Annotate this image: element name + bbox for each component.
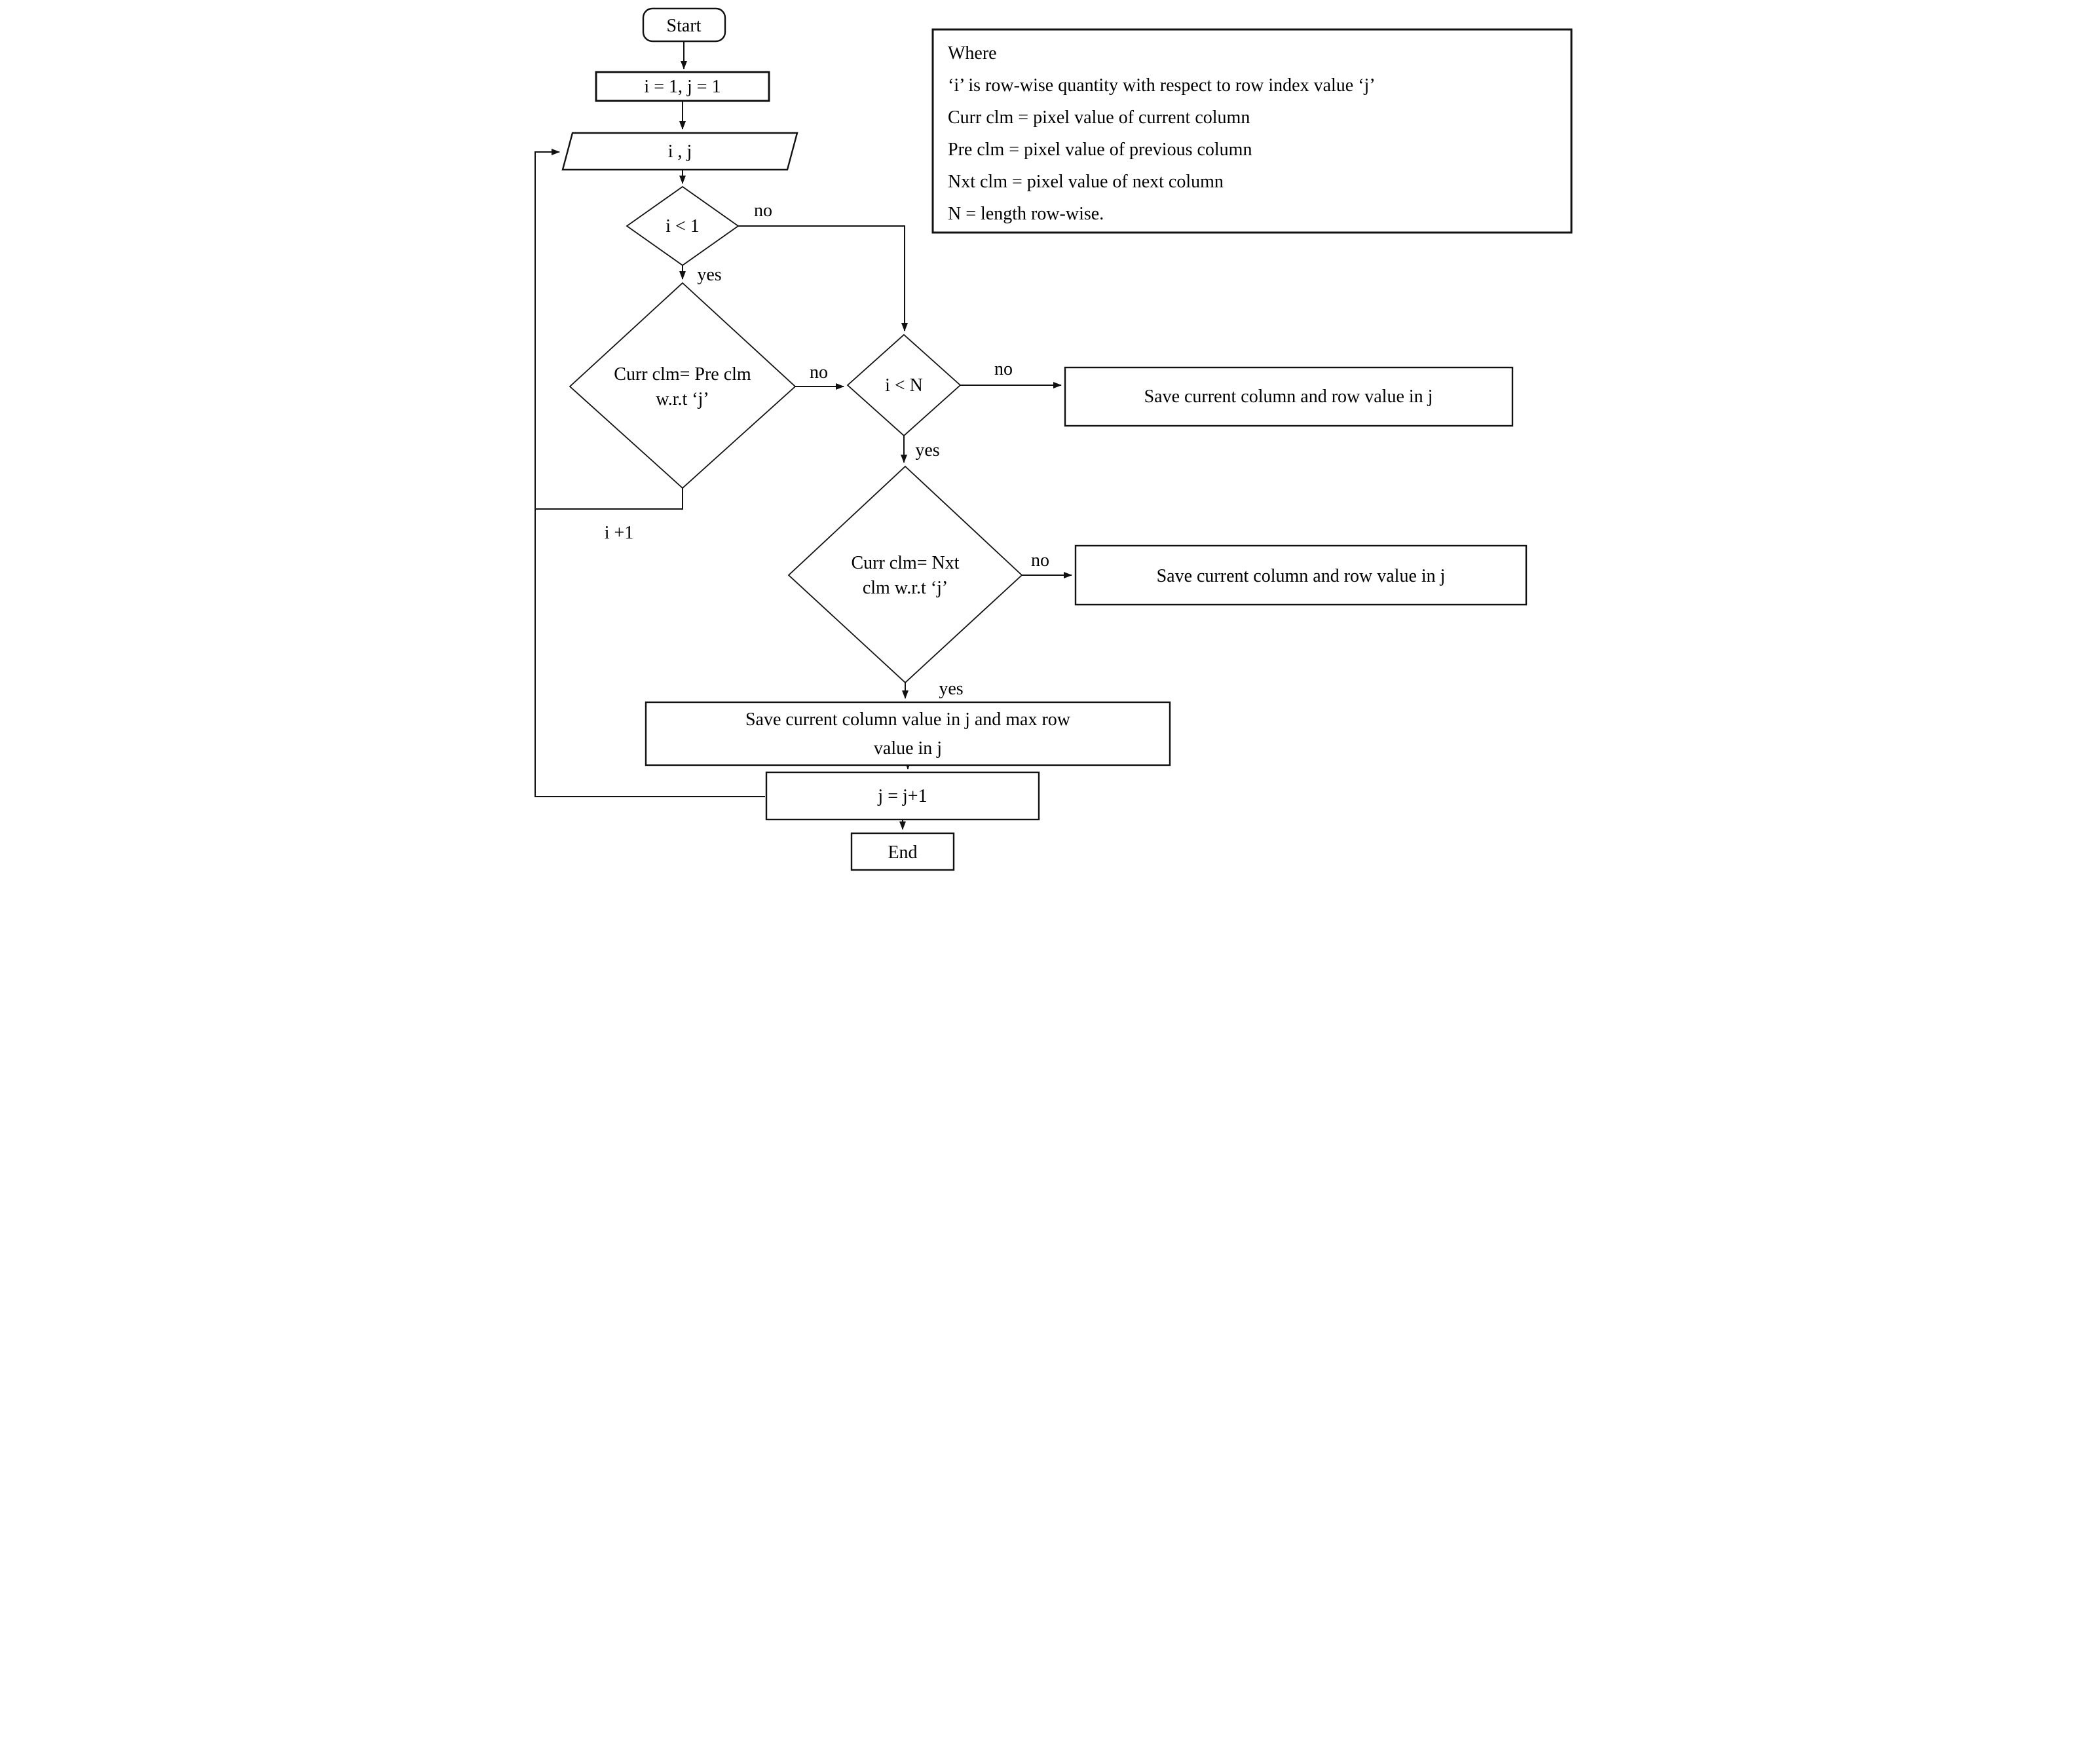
edge-label-no-3: no bbox=[994, 359, 1013, 379]
edge-label-yes-3: yes bbox=[939, 679, 963, 699]
decision-curr-eq-pre-line1: Curr clm= Pre clm bbox=[614, 364, 751, 385]
save-row-1-label: Save current column and row value in j bbox=[1144, 386, 1433, 407]
edge-decision1-no bbox=[738, 225, 908, 331]
start-label: Start bbox=[666, 16, 701, 36]
legend-line-n: N = length row-wise. bbox=[948, 204, 1104, 224]
decision-curr-eq-nxt: Curr clm= Nxt clm w.r.t ‘j’ bbox=[787, 465, 1022, 684]
decision-curr-eq-nxt-shape bbox=[787, 465, 1022, 684]
decision-curr-eq-pre-line2: w.r.t ‘j’ bbox=[656, 389, 709, 409]
save-max-row-line1: Save current column value in j and max r… bbox=[745, 709, 1070, 730]
decision-i-lt-n: i < N bbox=[846, 333, 961, 437]
increment-j-shape bbox=[765, 771, 1040, 821]
node-init: i = 1, j = 1 bbox=[595, 71, 770, 102]
node-end: End bbox=[850, 832, 954, 871]
edge-label-no-4: no bbox=[1031, 550, 1049, 571]
legend-line-pre-clm: Pre clm = pixel value of previous column bbox=[948, 140, 1252, 160]
decision-i-lt-n-label: i < N bbox=[885, 375, 923, 396]
decision-curr-eq-nxt-line1: Curr clm= Nxt bbox=[851, 553, 959, 573]
legend-line-i-definition: ‘i’ is row-wise quantity with respect to… bbox=[948, 75, 1376, 96]
decision-curr-eq-pre-shape bbox=[569, 282, 796, 489]
process-increment-j: j = j+1 bbox=[765, 771, 1040, 821]
edge-label-no-2: no bbox=[810, 362, 828, 383]
decision-curr-eq-nxt-line2: clm w.r.t ‘j’ bbox=[862, 578, 947, 598]
start-terminator-shape bbox=[642, 7, 726, 43]
io-shape bbox=[561, 132, 798, 171]
init-label: i = 1, j = 1 bbox=[644, 77, 721, 97]
decision-i-lt-1: i < 1 bbox=[625, 185, 740, 267]
node-io-parallelogram: i , j bbox=[561, 132, 798, 171]
flowchart-canvas: Start i = 1, j = 1 i , j i < 1 Curr clm=… bbox=[525, 0, 1575, 876]
process-save-max-row: Save current column value in j and max r… bbox=[645, 701, 1171, 766]
decision-i-lt-1-shape bbox=[625, 185, 740, 267]
increment-j-label: j = j+1 bbox=[877, 786, 927, 806]
legend-line-nxt-clm: Nxt clm = pixel value of next column bbox=[948, 172, 1224, 192]
decision-i-lt-1-label: i < 1 bbox=[666, 216, 700, 236]
legend-box-shape bbox=[931, 28, 1572, 234]
legend-line-where: Where bbox=[948, 43, 997, 64]
edge-label-yes-1: yes bbox=[697, 265, 721, 285]
process-save-row-2: Save current column and row value in j bbox=[1074, 544, 1527, 606]
save-row-2-shape bbox=[1074, 544, 1527, 606]
save-row-1-shape bbox=[1064, 366, 1513, 427]
edge-label-yes-2: yes bbox=[915, 440, 939, 461]
node-start: Start bbox=[642, 7, 726, 43]
process-save-row-1: Save current column and row value in j bbox=[1064, 366, 1513, 427]
loop-j-feedback-line bbox=[534, 509, 765, 797]
end-label: End bbox=[888, 842, 917, 863]
save-max-row-line2: value in j bbox=[873, 738, 941, 759]
decision-i-lt-n-shape bbox=[846, 333, 961, 437]
io-label: i , j bbox=[667, 141, 692, 162]
edge-label-increment-i: i +1 bbox=[604, 523, 633, 543]
save-max-row-shape bbox=[645, 701, 1171, 766]
save-row-2-label: Save current column and row value in j bbox=[1156, 566, 1445, 586]
legend-line-curr-clm: Curr clm = pixel value of current column bbox=[948, 107, 1250, 128]
init-process-shape bbox=[595, 71, 770, 102]
edge-label-no-1: no bbox=[754, 200, 772, 221]
decision-curr-eq-pre: Curr clm= Pre clm w.r.t ‘j’ bbox=[569, 282, 796, 489]
end-terminator-shape bbox=[850, 832, 954, 871]
legend-box: Where ‘i’ is row-wise quantity with resp… bbox=[931, 28, 1572, 234]
